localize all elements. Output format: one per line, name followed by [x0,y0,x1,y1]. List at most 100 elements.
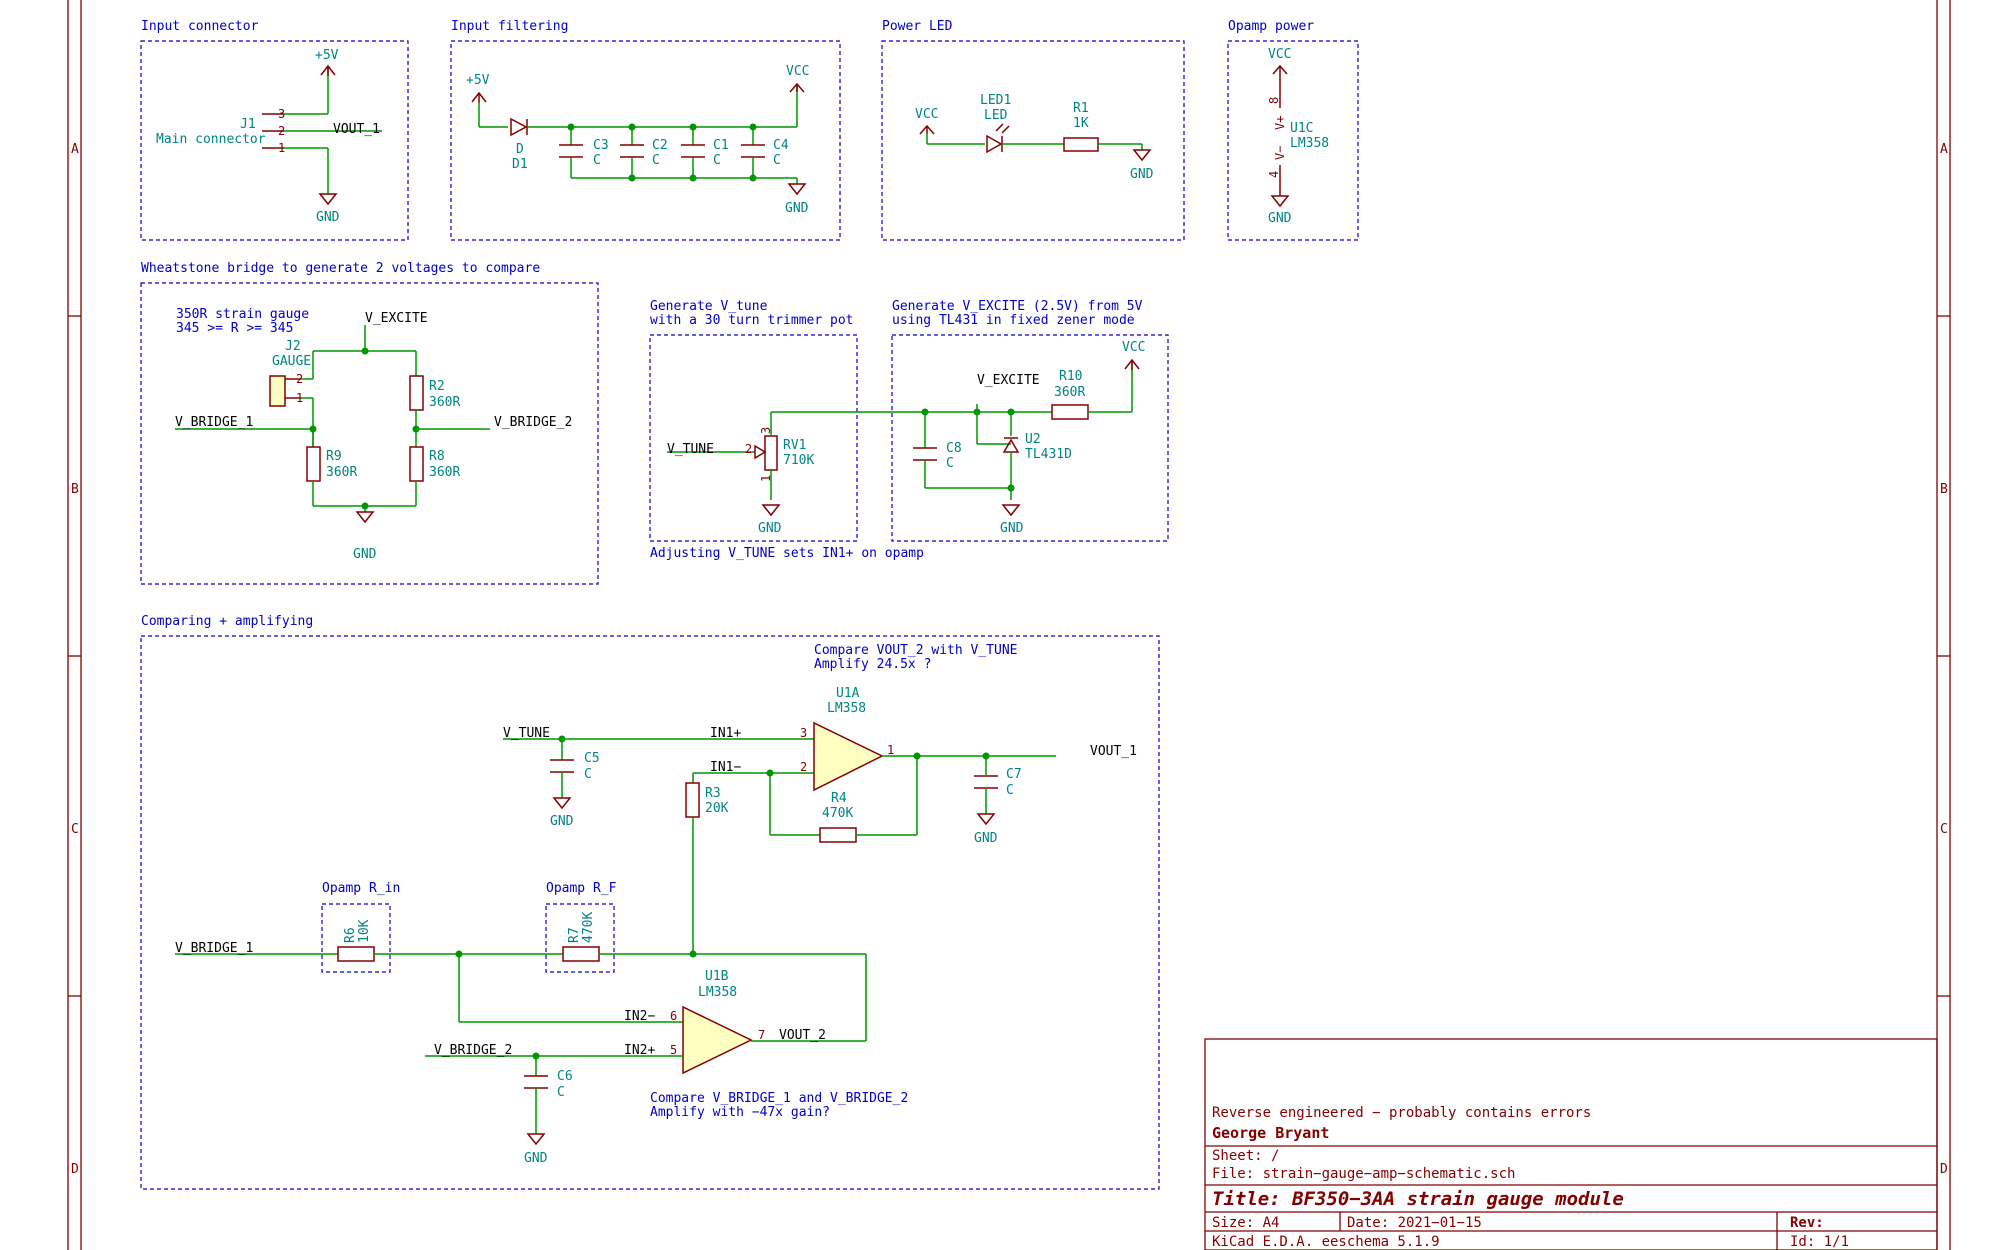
vcc-label-opamp: VCC [1268,47,1291,62]
c1-ref: C1 [713,138,729,153]
u1b-symbol [682,1005,753,1075]
row-letter-d-left: D [71,1162,79,1177]
tb-file: File: strain−gauge−amp−schematic.sch [1212,1166,1515,1182]
net-vout1-amp: VOUT_1 [1090,744,1137,759]
sheet-frame: A B C D A B C D [67,0,1951,1250]
gnd-label-bridge: GND [353,547,377,562]
title-power-led: Power LED [882,19,953,34]
rv1-value: 710K [783,453,814,468]
row-letter-a-right: A [1940,142,1948,157]
j1-pin1: 1 [278,141,285,155]
r3-value: 20K [705,801,729,816]
c2-value: C [652,153,660,168]
u1c-pin4: 4 [1267,171,1281,178]
r1-symbol [1063,137,1099,152]
tb-date: Date: 2021−01−15 [1347,1215,1482,1231]
gnd-label-c6: GND [524,1151,548,1166]
tb-size: Size: A4 [1212,1215,1279,1231]
d1-ref: D1 [512,157,528,172]
vtune-circuit [667,411,925,517]
net-in1p: IN1+ [710,726,741,741]
note-gauge-1: 350R strain gauge [176,307,309,322]
tb-sheet: Sheet: / [1212,1148,1279,1164]
c3-ref: C3 [593,138,609,153]
r6-symbol [337,946,375,962]
r2-ref: R2 [429,379,445,394]
c5-value: C [584,767,592,782]
r4-value: 470K [822,806,853,821]
c3-symbol [559,127,583,178]
u1c-ref: U1C [1290,121,1313,136]
c1-value: C [713,153,721,168]
c2-ref: C2 [652,138,668,153]
row-letter-a-left: A [71,142,79,157]
j1-value: Main connector [156,132,266,147]
gnd-label-led: GND [1130,167,1154,182]
row-letter-c-right: C [1940,822,1948,837]
r7-symbol [562,946,600,962]
led1-symbol [986,123,1010,154]
rv1-symbol [764,435,778,471]
u1c-vplus: V+ [1273,116,1287,130]
gnd-label-opamp: GND [1268,211,1292,226]
net-in2p: IN2+ [624,1043,655,1058]
u1b-pin5: 5 [670,1043,677,1057]
gnd-label-c7: GND [974,831,998,846]
rv1-pin1: 1 [759,475,773,482]
note-vtune: Adjusting V_TUNE sets IN1+ on opamp [650,546,924,561]
net-vout2: VOUT_2 [779,1028,826,1043]
vexcite-circuit [913,358,1140,517]
title-wheatstone: Wheatstone bridge to generate 2 voltages… [141,261,540,276]
r1-ref: R1 [1073,101,1089,116]
c6-value: C [557,1085,565,1100]
net-vexcite-ref: V_EXCITE [977,373,1040,388]
u2-ref: U2 [1025,432,1041,447]
title-opamp-rf: Opamp R_F [546,881,617,896]
net-vtune-amp: V_TUNE [503,726,550,741]
rv1-pin2: 2 [745,442,752,456]
u1c-vminus: V− [1273,146,1287,160]
title-gen-vexcite-1: Generate V_EXCITE (2.5V) from 5V [892,299,1143,314]
u1c-pin8: 8 [1267,97,1281,104]
c8-value: C [946,456,954,471]
gnd-label-ref: GND [1000,521,1024,536]
c8-ref: C8 [946,441,962,456]
c4-value: C [773,153,781,168]
power-led-circuit [919,123,1152,162]
title-input-connector: Input connector [141,19,259,34]
led1-ref: LED1 [980,93,1011,108]
note-u1b-1: Compare V_BRIDGE_1 and V_BRIDGE_2 [650,1091,908,1106]
r6-ref: R6 [343,927,358,943]
c2-symbol [620,127,644,178]
u1a-pin2: 2 [800,760,807,774]
j2-ref: J2 [285,339,301,354]
gnd-label-filter: GND [785,201,809,216]
title-opamp-rin: Opamp R_in [322,881,400,896]
j1-pin3: 3 [278,107,285,121]
tb-id: Id: 1/1 [1790,1234,1849,1250]
title-gen-vtune-1: Generate V_tune [650,299,768,314]
c7-value: C [1006,783,1014,798]
row-letter-b-right: B [1940,482,1948,497]
tb-comment: Reverse engineered − probably contains e… [1212,1105,1591,1121]
r9-ref: R9 [326,449,342,464]
j2-pin2: 2 [296,372,303,386]
tb-title: Title: BF350−3AA strain gauge module [1212,1188,1624,1210]
net-in2m: IN2− [624,1009,655,1024]
gnd-label-connector: GND [316,210,340,225]
net-vexcite-bridge: V_EXCITE [365,311,428,326]
u1b-pin7: 7 [758,1028,765,1042]
u1a-pin3: 3 [800,726,807,740]
gnd-label-c5: GND [550,814,574,829]
u1a-pin1: 1 [887,743,894,757]
r7-ref: R7 [567,927,582,943]
net-vbridge2-bridge: V_BRIDGE_2 [494,415,572,430]
vcc-label-filter: VCC [786,64,809,79]
led1-value: LED [984,108,1008,123]
r3-ref: R3 [705,786,721,801]
net-vbridge1-amp: V_BRIDGE_1 [175,941,253,956]
row-letter-d-right: D [1940,1162,1948,1177]
tb-tool: KiCad E.D.A. eeschema 5.1.9 [1212,1234,1440,1250]
title-input-filtering: Input filtering [451,19,568,34]
